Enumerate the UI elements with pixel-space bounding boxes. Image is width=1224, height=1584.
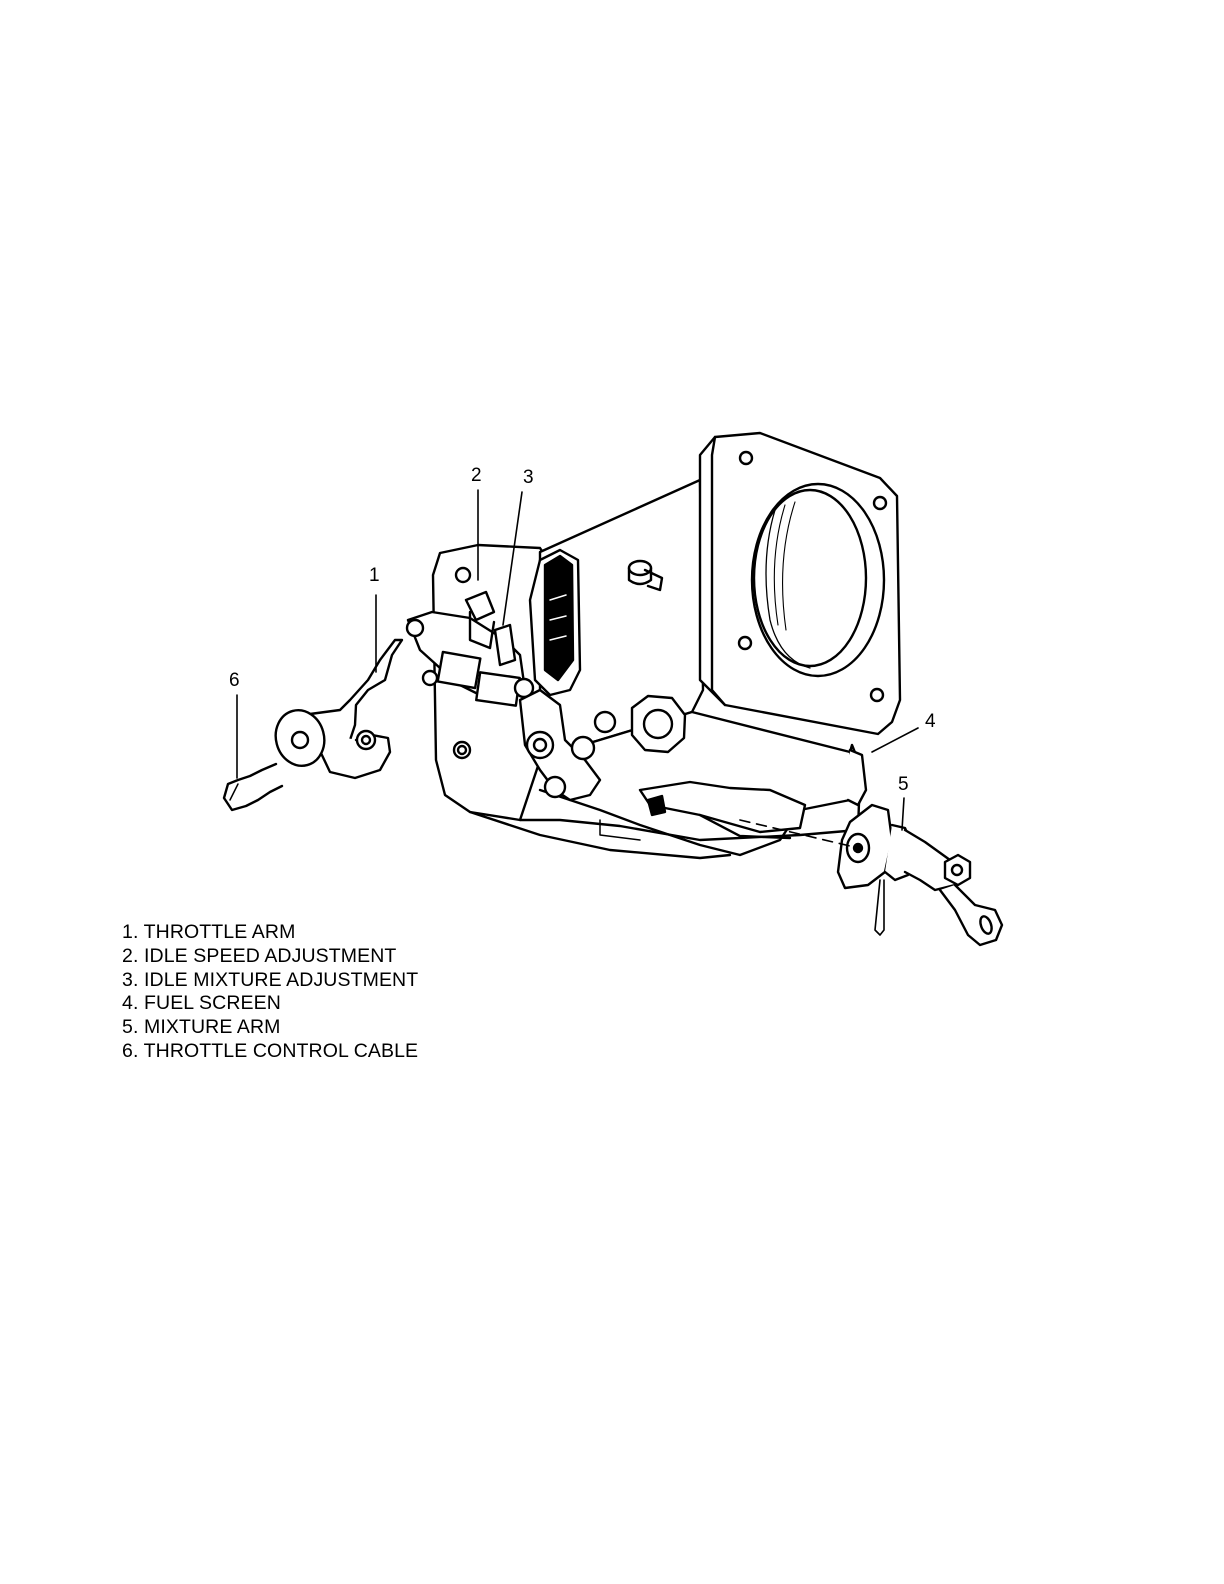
legend-number: 1. xyxy=(122,921,138,943)
fuel-screen xyxy=(848,750,866,805)
legend-item-idle-mixture-adjustment: 3. IDLE MIXTURE ADJUSTMENT xyxy=(122,969,418,993)
legend-item-throttle-arm: 1. THROTTLE ARM xyxy=(122,921,418,945)
leader-line-5 xyxy=(902,798,904,830)
legend-number: 4. xyxy=(122,992,138,1014)
legend-number: 6. xyxy=(122,1040,138,1062)
callout-6: 6 xyxy=(229,670,240,691)
legend-item-mixture-arm: 5. MIXTURE ARM xyxy=(122,1016,418,1040)
legend-number: 5. xyxy=(122,1016,138,1038)
callout-1: 1 xyxy=(369,565,380,586)
callout-4: 4 xyxy=(925,711,936,732)
callout-2: 2 xyxy=(471,465,482,486)
legend-text: THROTTLE ARM xyxy=(144,921,296,943)
throttle-control-cable xyxy=(224,764,282,810)
legend-number: 2. xyxy=(122,945,138,967)
inlet-flange xyxy=(700,433,900,734)
legend-item-idle-speed-adjustment: 2. IDLE SPEED ADJUSTMENT xyxy=(122,945,418,969)
parts-legend: 1. THROTTLE ARM 2. IDLE SPEED ADJUSTMENT… xyxy=(122,921,418,1064)
callout-3: 3 xyxy=(523,467,534,488)
legend-text: FUEL SCREEN xyxy=(144,992,281,1014)
legend-text: THROTTLE CONTROL CABLE xyxy=(144,1040,419,1062)
throttle-arm xyxy=(270,640,402,778)
legend-item-throttle-control-cable: 6. THROTTLE CONTROL CABLE xyxy=(122,1040,418,1064)
legend-number: 3. xyxy=(122,969,138,991)
legend-text: IDLE MIXTURE ADJUSTMENT xyxy=(144,969,418,991)
fuel-inlet-fitting xyxy=(632,696,685,752)
legend-item-fuel-screen: 4. FUEL SCREEN xyxy=(122,992,418,1016)
callout-5: 5 xyxy=(898,774,909,795)
legend-text: IDLE SPEED ADJUSTMENT xyxy=(144,945,396,967)
data-plate xyxy=(530,550,580,695)
legend-text: MIXTURE ARM xyxy=(144,1016,281,1038)
